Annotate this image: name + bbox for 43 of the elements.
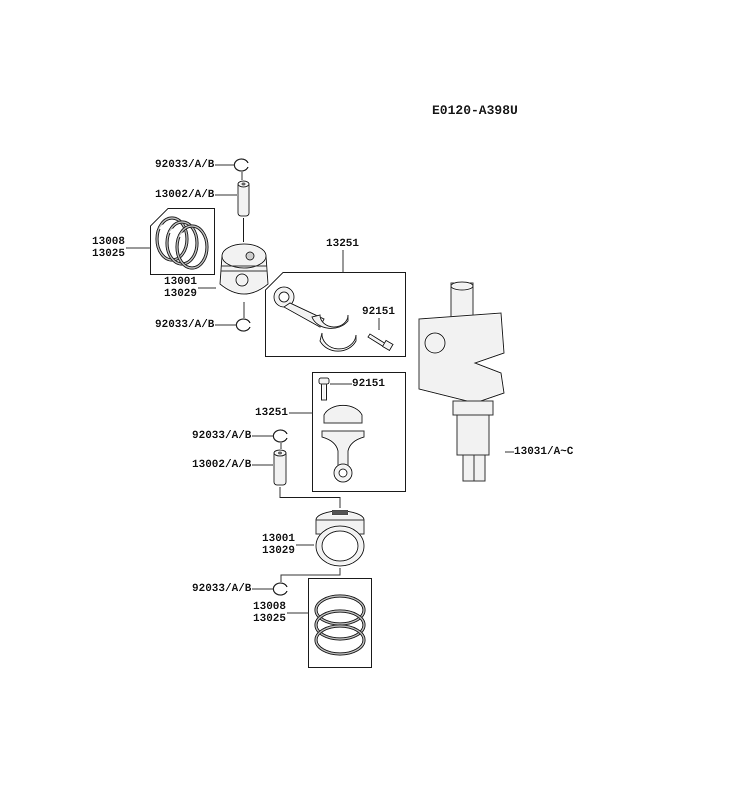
- leader-line: [378, 318, 380, 330]
- piston-pin-drawing: [273, 449, 287, 487]
- leader-line: [252, 588, 274, 590]
- circlip-drawing: [273, 429, 289, 443]
- part-number: 92151: [352, 378, 386, 390]
- circlip-drawing: [234, 158, 250, 172]
- part-number: 92033/A/B: [155, 159, 215, 171]
- part-number: 13008: [92, 236, 126, 248]
- leader-line: [214, 194, 238, 196]
- part-number: 13001: [164, 276, 198, 288]
- part-number: 92033/A/B: [192, 430, 252, 442]
- circlip-drawing: [273, 582, 289, 596]
- part-number: 13008: [253, 601, 287, 613]
- leader-line: [243, 218, 244, 242]
- part-number: 13001: [262, 533, 296, 545]
- piston-ring-set-drawing: [155, 215, 210, 270]
- piston-drawing: [314, 508, 366, 568]
- part-number: 92033/A/B: [155, 319, 215, 331]
- leader-line: [296, 544, 314, 546]
- leader-line: [342, 250, 344, 272]
- leader-line: [288, 412, 312, 414]
- part-number: 13029: [164, 288, 198, 300]
- part-number: 13002/A/B: [155, 189, 215, 201]
- circlip-drawing: [236, 318, 252, 332]
- part-number: 92033/A/B: [192, 583, 252, 595]
- part-number: 13251: [326, 238, 360, 250]
- leader-line: [252, 464, 274, 466]
- part-number: 13025: [253, 613, 287, 625]
- piston-pin-drawing: [237, 180, 250, 218]
- leader-line: [280, 486, 340, 508]
- leader-line: [280, 442, 282, 450]
- part-number: 13002/A/B: [192, 459, 252, 471]
- part-number: 13025: [92, 248, 126, 260]
- leader-line: [280, 568, 340, 582]
- part-number: 13029: [262, 545, 296, 557]
- part-number: 13251: [255, 407, 289, 419]
- leader-line: [214, 324, 236, 326]
- figure-code: E0120-A398U: [432, 103, 518, 118]
- leader-line: [286, 612, 308, 614]
- leader-line: [214, 164, 234, 166]
- bolt-drawing: [318, 377, 330, 401]
- part-number: 92151: [362, 306, 396, 318]
- part-number: 13031/A~C: [514, 446, 574, 458]
